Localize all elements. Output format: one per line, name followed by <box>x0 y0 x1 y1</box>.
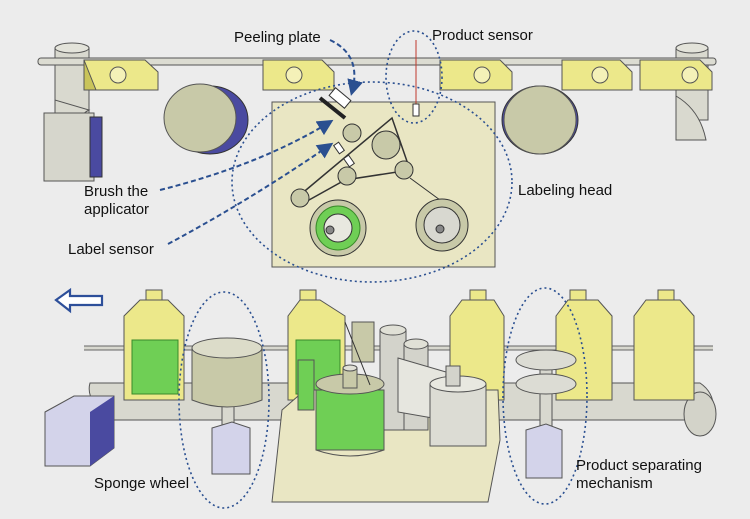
labeling-rollers <box>290 87 469 257</box>
labeling-head-label: Labeling head <box>518 182 613 199</box>
top-left-disc <box>163 83 249 155</box>
top-rail <box>37 57 717 66</box>
top-bottle-1 <box>83 59 159 91</box>
separating-label-line1: Product separating <box>576 457 702 474</box>
brush-label-line1: Brush the <box>84 183 149 200</box>
left-arrow-icon <box>54 287 104 314</box>
sponge-wheel-callout <box>178 291 270 509</box>
separating-wheels <box>515 349 577 479</box>
motor-box <box>44 395 115 467</box>
sponge-wheel <box>191 337 263 475</box>
center-rolls <box>297 321 487 457</box>
bottom-view <box>44 289 717 503</box>
product-sensor-label: Product sensor <box>432 27 533 44</box>
bottle-3 <box>449 289 505 401</box>
pointer-arrows <box>159 39 363 245</box>
top-bottle-4 <box>561 59 633 91</box>
bottle-4 <box>555 289 613 401</box>
top-bottle-5 <box>639 59 713 91</box>
top-right-disc <box>501 85 579 155</box>
product-sensor-callout <box>385 30 443 124</box>
label-sensor-label: Label sensor <box>68 241 154 258</box>
brush-label-line2: applicator <box>84 201 150 218</box>
top-bottles <box>83 59 713 91</box>
product-sensor <box>412 40 420 117</box>
callout-ellipses <box>178 30 588 509</box>
labeling-head-callout <box>231 81 513 283</box>
sponge-wheel-label: Sponge wheel <box>94 475 190 492</box>
bottle-1 <box>123 289 185 401</box>
separating-callout <box>502 287 588 505</box>
brush-pointer <box>159 119 334 191</box>
top-view <box>37 40 717 268</box>
top-bottle-3 <box>439 59 513 91</box>
peeling-plate-label: Peeling plate <box>234 29 321 46</box>
top-bottle-2 <box>262 59 335 91</box>
separating-label-line2: mechanism <box>576 475 653 492</box>
bottle-5 <box>633 289 695 401</box>
